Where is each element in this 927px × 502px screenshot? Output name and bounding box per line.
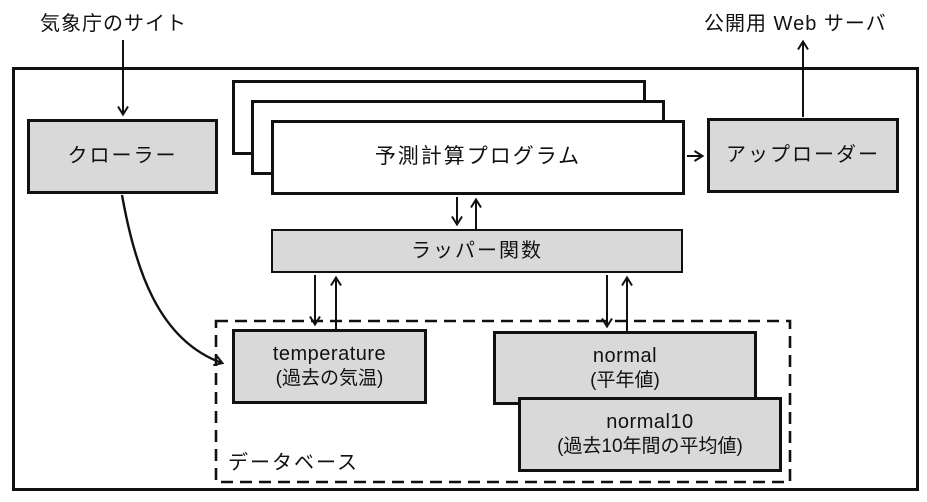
public-web-server-label: 公開用 Web サーバ <box>704 13 887 35</box>
normal-table-node: normal (平年値) <box>493 331 757 405</box>
normal-table-description: (平年値) <box>590 369 660 391</box>
wrapper-function-label: ラッパー関数 <box>411 239 543 262</box>
crawler-label: クローラー <box>67 145 178 167</box>
uploader-label: アップローダー <box>726 144 880 166</box>
program-label: 予測計算プログラム <box>374 145 582 169</box>
normal10-table-name: normal10 <box>606 411 694 434</box>
normal10-table-node: normal10 (過去10年間の平均値) <box>518 397 782 472</box>
jma-site-label: 気象庁のサイト <box>40 13 187 35</box>
normal10-table-description: (過去10年間の平均値) <box>557 436 743 458</box>
uploader-node: アップローダー <box>707 118 899 193</box>
system-boundary-box <box>12 67 919 491</box>
wrapper-function-node: ラッパー関数 <box>271 229 683 273</box>
temperature-table-node: temperature (過去の気温) <box>232 329 427 404</box>
database-region-label: データベース <box>228 452 359 474</box>
crawler-node: クローラー <box>27 119 218 194</box>
temperature-table-description: (過去の気温) <box>275 368 384 390</box>
normal-table-name: normal <box>592 344 658 367</box>
temperature-table-name: temperature <box>272 343 387 366</box>
program-node: 予測計算プログラム <box>271 120 685 195</box>
